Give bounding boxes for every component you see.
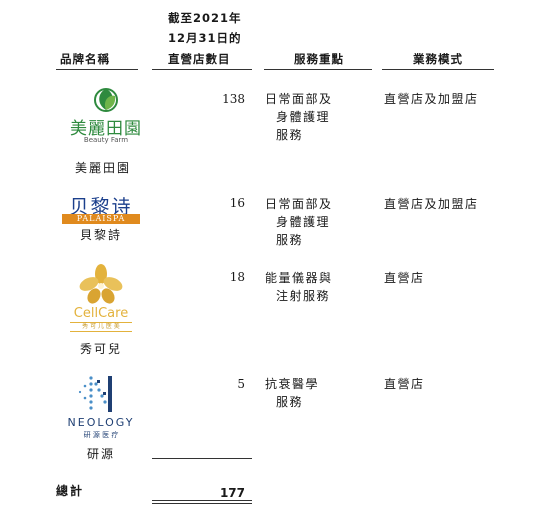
header-model: 業務模式	[413, 52, 463, 66]
focus-palaispa-l3: 服務	[276, 233, 304, 247]
focus-cellcare-l1: 能量儀器與	[265, 271, 333, 285]
model-palaispa: 直營店及加盟店	[384, 197, 479, 211]
total-double-rule-bottom	[152, 503, 252, 504]
palaispa-logo: 贝黎诗 PALAISPA	[60, 192, 142, 224]
focus-beauty-farm-l3: 服務	[276, 128, 304, 142]
brand-name-palaispa: 貝黎詩	[80, 228, 123, 242]
focus-neology-l2: 服務	[276, 395, 304, 409]
store-count-beauty-farm: 138	[222, 92, 245, 106]
header-brand: 品牌名稱	[60, 52, 110, 66]
model-beauty-farm: 直營店及加盟店	[384, 92, 479, 106]
cellcare-logo-text: CellCare	[73, 306, 129, 321]
brand-name-neology: 研源	[87, 447, 116, 461]
beauty-farm-logo: 美麗田園 Beauty Farm	[66, 86, 146, 152]
focus-beauty-farm-l2: 身體護理	[276, 110, 331, 124]
focus-neology-l1: 抗衰醫學	[265, 377, 320, 391]
neology-dotted-n-icon	[78, 376, 112, 412]
cellcare-flower-icon	[79, 264, 123, 304]
neology-logo-text: NEOLOGY	[67, 416, 135, 429]
cellcare-logo-sub: 秀 可 儿 医 美	[70, 322, 132, 332]
total-store-count: 177	[219, 486, 245, 500]
header-rule-model	[382, 69, 494, 70]
cellcare-logo: CellCare 秀 可 儿 医 美	[70, 264, 132, 334]
focus-palaispa-l2: 身體護理	[276, 215, 331, 229]
neology-logo-sub: 研 源 医 疗	[83, 431, 119, 439]
focus-palaispa-l1: 日常面部及	[265, 197, 333, 211]
total-double-rule-top	[152, 500, 252, 501]
beauty-farm-logo-text: 美麗田園	[70, 119, 142, 139]
header-rule-focus	[264, 69, 372, 70]
header-rule-brand	[56, 69, 138, 70]
palaispa-logo-text: 贝黎诗	[69, 196, 133, 218]
total-label: 總計	[56, 484, 85, 498]
palaispa-logo-sub: PALAISPA	[62, 214, 140, 224]
subtotal-rule	[152, 458, 252, 459]
beauty-farm-logo-sub: Beauty Farm	[83, 136, 129, 144]
focus-cellcare-l2: 注射服務	[276, 289, 331, 303]
beauty-farm-leaf-icon	[94, 88, 118, 112]
header-focus: 服務重點	[294, 52, 344, 66]
store-count-cellcare: 18	[229, 270, 245, 284]
neology-logo: NEOLOGY 研 源 医 疗	[66, 374, 136, 442]
header-stores-line3: 直營店數目	[168, 52, 231, 66]
store-count-neology: 5	[237, 377, 245, 391]
header-stores-line2: 12月31日的	[168, 31, 242, 45]
model-neology: 直營店	[384, 377, 425, 391]
brand-name-beauty-farm: 美麗田園	[75, 161, 132, 175]
focus-beauty-farm-l1: 日常面部及	[265, 92, 333, 106]
header-stores-line1: 截至2021年	[168, 11, 242, 25]
store-count-palaispa: 16	[229, 196, 245, 210]
header-rule-stores	[152, 69, 252, 70]
model-cellcare: 直營店	[384, 271, 425, 285]
brand-name-cellcare: 秀可兒	[80, 342, 123, 356]
